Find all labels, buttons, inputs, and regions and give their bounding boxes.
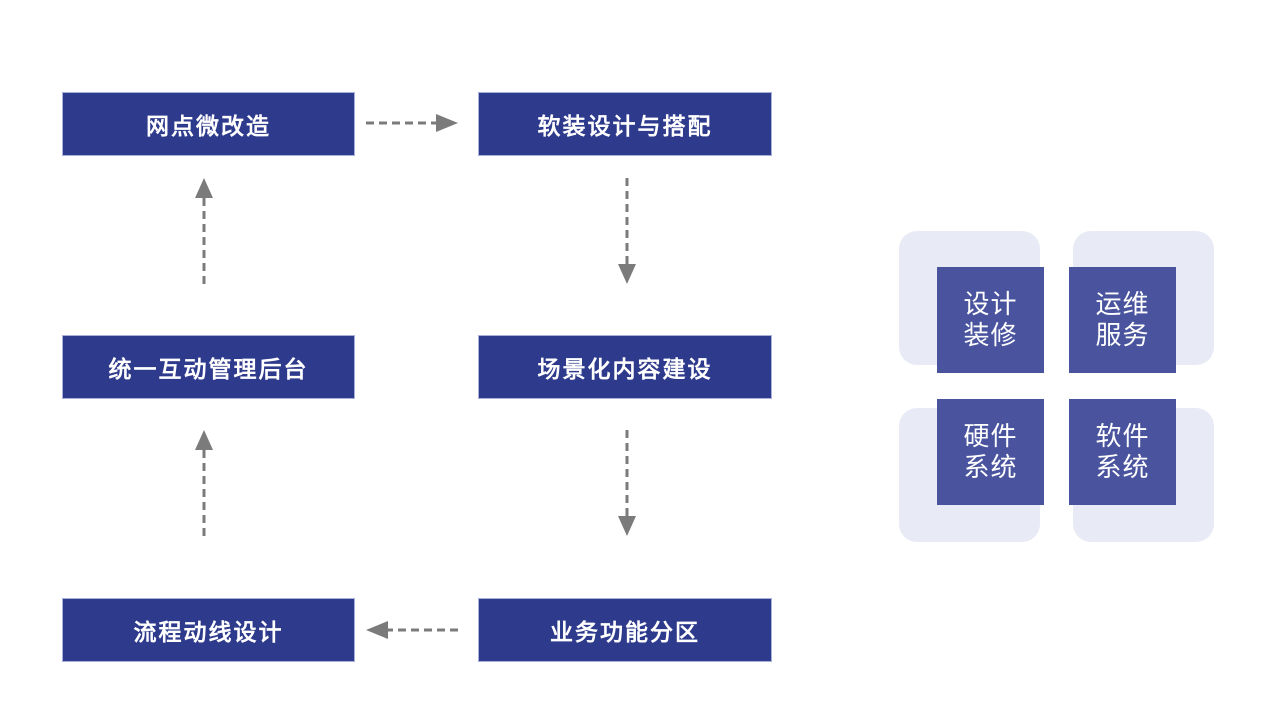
dashed-arrow-left-icon — [366, 621, 458, 639]
dashed-arrow-up-icon — [195, 178, 213, 284]
tile-label-line: 服务 — [1095, 320, 1150, 350]
flow-box-bottom-left: 流程动线设计 — [62, 598, 355, 662]
tile-label-line: 设计 — [963, 289, 1018, 320]
flow-box-top-right: 软装设计与搭配 — [478, 92, 772, 156]
tile-software-system: 软件 系统 — [1069, 399, 1176, 505]
dashed-arrow-down-icon — [618, 178, 636, 284]
tile-label-line: 系统 — [1095, 452, 1150, 482]
tile-label-line: 系统 — [963, 452, 1018, 482]
flow-box-middle-right: 场景化内容建设 — [478, 335, 772, 399]
tile-hardware-system: 硬件 系统 — [937, 399, 1044, 505]
tile-design-decoration: 设计 装修 — [937, 267, 1044, 373]
tile-ops-service: 运维 服务 — [1069, 267, 1176, 373]
tile-label-line: 装修 — [963, 320, 1018, 350]
tile-label-line: 硬件 — [963, 421, 1018, 452]
tile-label-line: 运维 — [1095, 289, 1150, 320]
dashed-arrow-up-icon — [195, 430, 213, 536]
flow-box-top-left: 网点微改造 — [62, 92, 355, 156]
flow-box-bottom-right: 业务功能分区 — [478, 598, 772, 662]
dashed-arrow-down-icon — [618, 430, 636, 536]
tile-label-line: 软件 — [1095, 421, 1150, 452]
dashed-arrow-right-icon — [366, 114, 458, 132]
flow-box-middle-left: 统一互动管理后台 — [62, 335, 355, 399]
